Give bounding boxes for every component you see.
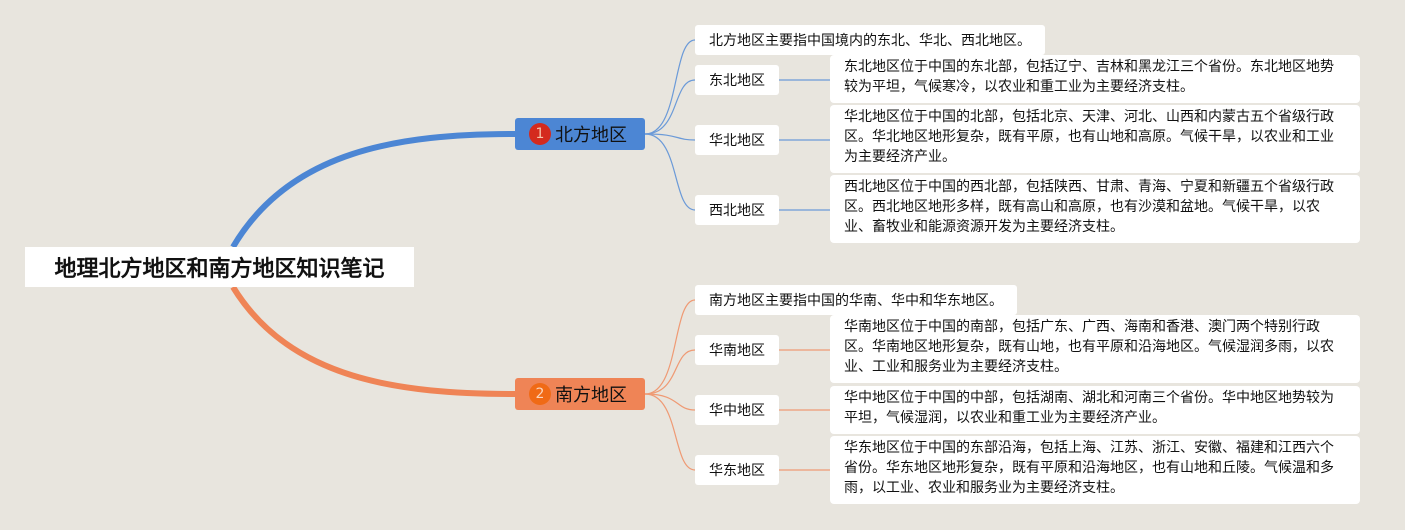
- desc-central-china[interactable]: 华中地区位于中国的中部，包括湖南、湖北和河南三个省份。华中地区地势较为平坦，气候…: [830, 386, 1360, 434]
- branch-label: 南方地区: [555, 385, 627, 406]
- desc-east-china[interactable]: 华东地区位于中国的东部沿海，包括上海、江苏、浙江、安徽、福建和江西六个省份。华东…: [830, 436, 1360, 504]
- south-summary[interactable]: 南方地区主要指中国的华南、华中和华东地区。: [695, 285, 1017, 315]
- number-badge-2: 2: [529, 383, 551, 405]
- topic-central-china[interactable]: 华中地区: [695, 395, 779, 425]
- desc-north-china[interactable]: 华北地区位于中国的北部，包括北京、天津、河北、山西和内蒙古五个省级行政区。华北地…: [830, 105, 1360, 173]
- number-badge-1: 1: [529, 123, 551, 145]
- north-summary[interactable]: 北方地区主要指中国境内的东北、华北、西北地区。: [695, 25, 1045, 55]
- central-topic[interactable]: 地理北方地区和南方地区知识笔记: [25, 247, 414, 287]
- branch-south[interactable]: 2 南方地区: [515, 378, 645, 410]
- topic-south-china[interactable]: 华南地区: [695, 335, 779, 365]
- desc-south-china[interactable]: 华南地区位于中国的南部，包括广东、广西、海南和香港、澳门两个特别行政区。华南地区…: [830, 315, 1360, 383]
- desc-northeast[interactable]: 东北地区位于中国的东北部，包括辽宁、吉林和黑龙江三个省份。东北地区地势较为平坦，…: [830, 55, 1360, 103]
- topic-north-china[interactable]: 华北地区: [695, 125, 779, 155]
- desc-northwest[interactable]: 西北地区位于中国的西北部，包括陕西、甘肃、青海、宁夏和新疆五个省级行政区。西北地…: [830, 175, 1360, 243]
- topic-northwest[interactable]: 西北地区: [695, 195, 779, 225]
- topic-east-china[interactable]: 华东地区: [695, 455, 779, 485]
- branch-north[interactable]: 1 北方地区: [515, 118, 645, 150]
- branch-label: 北方地区: [555, 125, 627, 146]
- topic-northeast[interactable]: 东北地区: [695, 65, 779, 95]
